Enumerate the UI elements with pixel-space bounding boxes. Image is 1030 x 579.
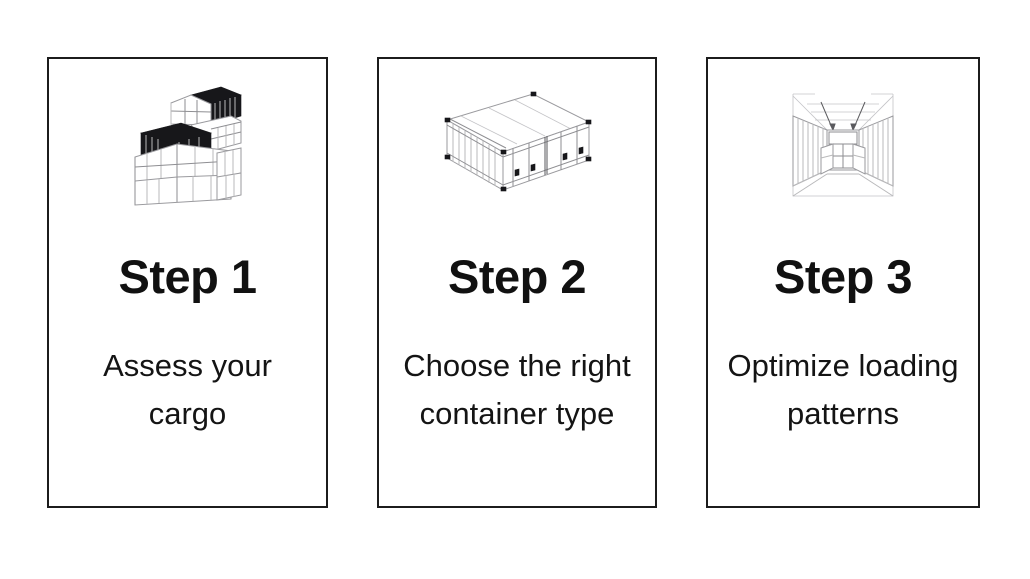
step-title: Step 3 [773,250,913,303]
step-card-2: Step 2 Choose the right container type [377,57,657,508]
container-interior-perspective-icon [708,59,978,229]
step-description: Optimize loading patterns [727,348,959,431]
step-title: Step 1 [118,250,257,303]
step-card-3: Step 3 Optimize loading patterns [706,57,980,508]
step-title: Step 2 [447,250,587,303]
step-description: Choose the right container type [403,348,631,431]
shipping-container-icon [379,59,655,229]
step-description: Assess your cargo [103,348,272,431]
step-card-1: Step 1 Assess your cargo [47,57,328,508]
stacked-containers-icon [49,59,326,229]
